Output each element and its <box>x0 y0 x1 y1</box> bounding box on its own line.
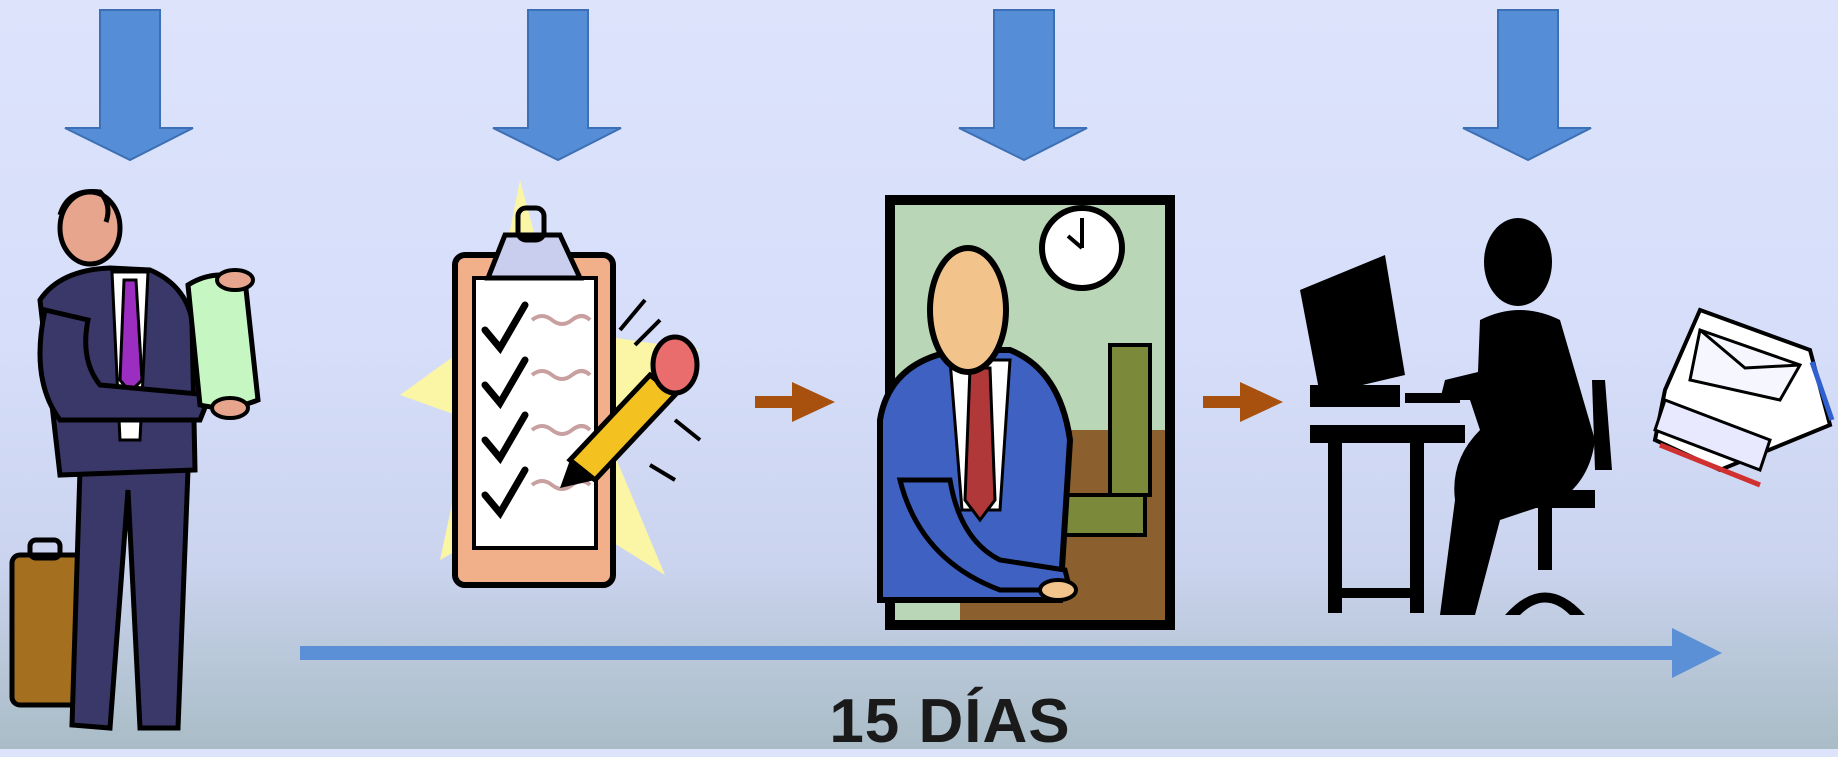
timeline-caption: 15 DÍAS <box>829 687 1071 756</box>
computer-user-icon <box>1300 218 1612 615</box>
businessman-icon <box>9 188 261 731</box>
clipboard-checklist-icon <box>400 180 702 588</box>
step-arrow-1 <box>755 382 835 422</box>
office-worker-portrait-icon <box>877 195 1175 630</box>
timeline-arrow <box>300 628 1722 678</box>
down-arrow-3 <box>958 9 1088 162</box>
down-arrow-2 <box>492 9 622 162</box>
down-arrow-4 <box>1462 9 1592 162</box>
step-arrow-2 <box>1203 382 1283 422</box>
letters-envelopes-icon <box>1652 307 1835 488</box>
down-arrow-1 <box>64 9 194 162</box>
